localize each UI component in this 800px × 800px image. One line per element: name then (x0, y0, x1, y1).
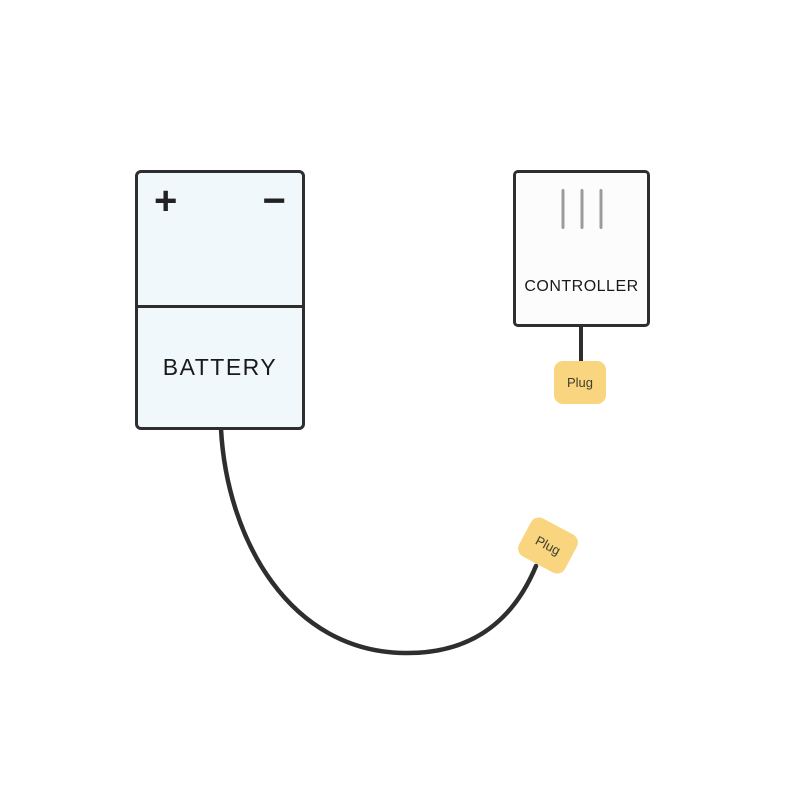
wire-plug-label: Plug (532, 532, 564, 559)
controller-plug-label: Plug (566, 375, 594, 390)
plus-terminal-icon: + (154, 179, 178, 223)
battery-body: BATTERY (138, 308, 302, 427)
controller-plug-connector (579, 325, 583, 365)
vent-line (561, 189, 564, 229)
wire-path (218, 426, 539, 656)
vent-line (580, 189, 583, 229)
controller-label: CONTROLLER (524, 278, 639, 295)
vent-lines-icon (561, 189, 602, 229)
controller-plug[interactable]: Plug (554, 361, 606, 404)
controller-node: CONTROLLER (513, 170, 650, 327)
minus-terminal-icon: − (262, 179, 286, 223)
battery-label: BATTERY (162, 354, 278, 380)
vent-line (599, 189, 602, 229)
battery-terminals: + − (138, 173, 302, 308)
battery-node: + − BATTERY (135, 170, 305, 430)
